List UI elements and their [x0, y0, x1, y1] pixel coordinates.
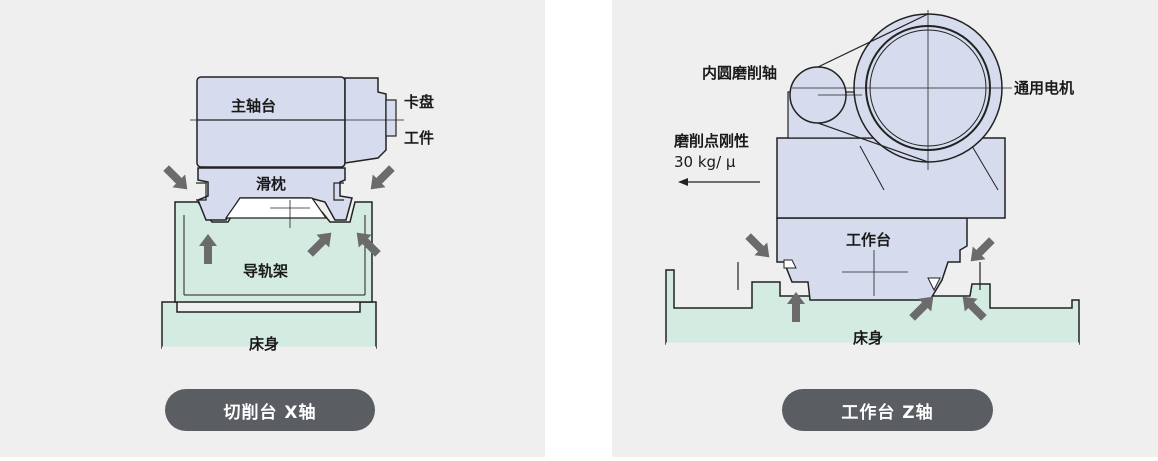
arrow-icon — [370, 165, 395, 190]
panel-left-x-axis: 主轴台 卡盘 工件 滑枕 导轨架 床身 — [0, 0, 545, 457]
arrow-icon — [787, 292, 805, 322]
right-bed-shape — [665, 269, 1080, 345]
arrow-icon — [745, 233, 770, 258]
label-table: 工作台 — [846, 231, 891, 249]
left-force-arrows — [163, 165, 395, 264]
left-machine-diagram: 主轴台 卡盘 工件 滑枕 导轨架 床身 — [161, 76, 434, 353]
caption-z-axis: 工作台 Z轴 — [782, 389, 993, 431]
right-machine-diagram: 内圆磨削轴 通用电机 磨削点刚性 30 kg/ μ 工作台 床身 — [665, 10, 1080, 347]
caption-x-axis: 切削台 X轴 — [165, 389, 375, 431]
label-workpiece: 工件 — [404, 129, 434, 147]
arrow-icon — [909, 296, 934, 321]
label-chuck: 卡盘 — [404, 93, 434, 111]
arrow-icon — [962, 296, 987, 321]
label-internal-spindle: 内圆磨削轴 — [702, 64, 777, 82]
arrow-icon — [163, 165, 188, 190]
right-force-arrows — [745, 233, 995, 322]
label-saddle: 滑枕 — [256, 175, 286, 193]
arrow-icon — [970, 237, 995, 262]
left-guide-frame-shape — [174, 201, 373, 303]
label-bed: 床身 — [249, 335, 279, 353]
label-bed: 床身 — [853, 329, 883, 347]
label-stiffness-title: 磨削点刚性 — [673, 132, 749, 150]
left-saddle-shape — [197, 167, 353, 221]
panel-right-z-axis: 内圆磨削轴 通用电机 磨削点刚性 30 kg/ μ 工作台 床身 — [612, 0, 1158, 457]
left-headstock-shape — [196, 76, 346, 168]
label-guide-frame: 导轨架 — [243, 262, 288, 280]
label-stiffness-value: 30 kg/ μ — [674, 153, 736, 171]
label-motor: 通用电机 — [1014, 79, 1074, 97]
arrow-icon — [356, 232, 381, 257]
arrow-icon — [199, 234, 217, 264]
label-headstock: 主轴台 — [231, 97, 276, 115]
arrow-icon — [307, 232, 332, 257]
